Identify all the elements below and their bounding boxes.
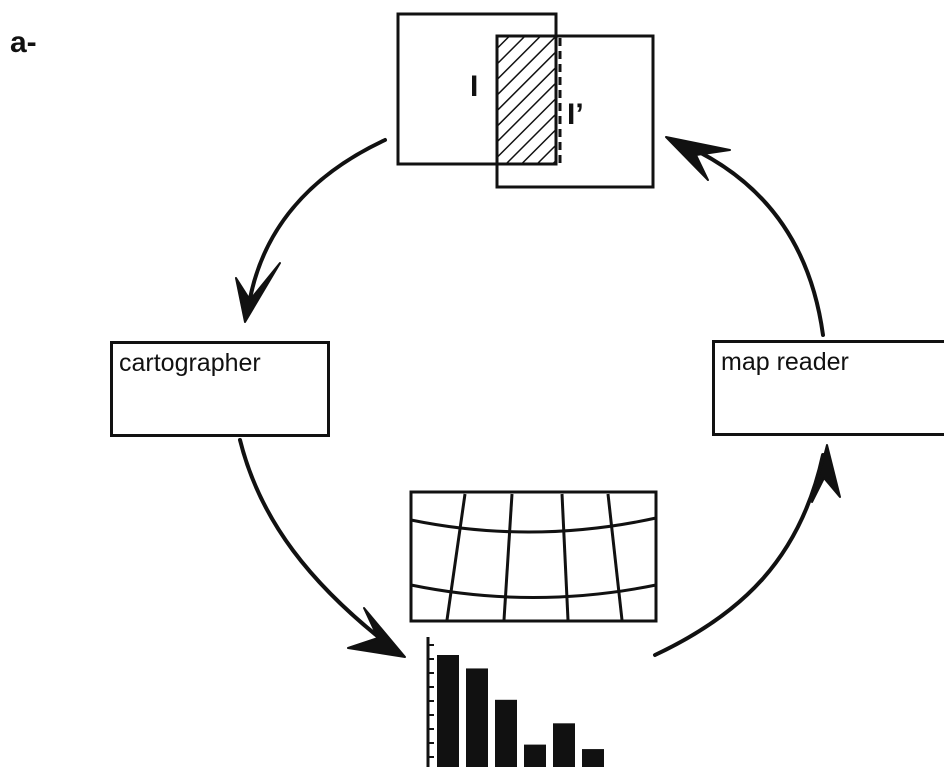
map-reader-box: map reader: [712, 340, 944, 436]
meridian-2: [502, 493, 514, 621]
map-reader-label: map reader: [721, 348, 849, 376]
map-frame: [409, 490, 658, 623]
arrow-to-frames: [671, 138, 825, 337]
frame-label-i: I: [470, 70, 479, 103]
frame-i-prime: [495, 34, 655, 189]
frame-label-i-prime: I’: [567, 98, 584, 131]
cartographer-box: cartographer: [110, 341, 330, 437]
bar-chart-bar: [582, 749, 604, 767]
bar-chart-bar: [524, 744, 546, 767]
arrow-to-map: [238, 438, 397, 652]
cycle-arrows: [238, 138, 825, 657]
map-graticule: [409, 490, 658, 623]
parallel-upper: [410, 516, 657, 534]
meridian-1: [445, 493, 467, 621]
meridian-3: [560, 493, 570, 621]
bar-chart: [426, 637, 604, 767]
information-frames: [396, 12, 655, 189]
arrowhead-cartographer: [235, 262, 281, 323]
arrow-to-map-reader: [653, 453, 825, 657]
parallel-lower: [410, 583, 657, 599]
bar-chart-bar: [553, 723, 575, 767]
bar-chart-bar: [466, 668, 488, 767]
arrowhead-map-reader: [811, 444, 841, 503]
panel-label: a-: [10, 26, 37, 59]
meridian-4: [606, 493, 624, 621]
shared-overlap-hatch: [498, 37, 555, 163]
bar-chart-bar: [495, 699, 517, 767]
arrow-to-cartographer: [246, 138, 387, 312]
arrowhead-map: [347, 607, 406, 658]
cartographer-label: cartographer: [119, 349, 261, 377]
arrowhead-frames: [665, 136, 731, 181]
bar-chart-bar: [437, 655, 459, 767]
arrowheads: [235, 136, 841, 658]
